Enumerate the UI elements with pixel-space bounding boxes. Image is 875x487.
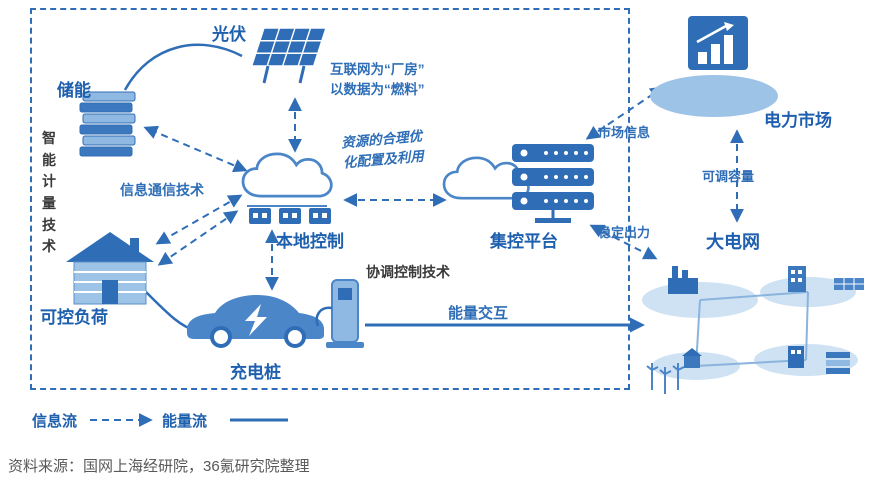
charging-pile-icon bbox=[315, 279, 364, 348]
label-platform: 集控平台 bbox=[490, 232, 558, 251]
note-energy-interaction: 能量交互 bbox=[448, 305, 509, 322]
arrow-cloud-load-2 bbox=[157, 210, 239, 266]
arrow-cloud-load-1 bbox=[155, 194, 243, 245]
server-boxes-icon bbox=[247, 205, 331, 224]
note-stable-output: 稳定出力 bbox=[598, 225, 651, 240]
solar-panel-icon bbox=[250, 27, 327, 84]
note-ict: 信息通信技术 bbox=[120, 182, 204, 198]
ev-car-icon bbox=[187, 295, 324, 348]
legend-info-flow-label: 信息流 bbox=[32, 413, 78, 430]
arrow-cloud-storage bbox=[143, 125, 248, 173]
label-load: 可控负荷 bbox=[40, 308, 108, 327]
note-internet: 互联网为“厂房” 以数据为“燃料” bbox=[330, 60, 425, 100]
server-rack-icon bbox=[512, 144, 594, 223]
power-grid-illustration bbox=[642, 266, 864, 394]
battery-storage-icon bbox=[79, 91, 136, 157]
note-coordination: 协调控制技术 bbox=[366, 264, 450, 280]
arrow-platform-market bbox=[585, 86, 665, 140]
cloud-icon-local bbox=[241, 152, 333, 198]
label-local-control: 本地控制 bbox=[276, 232, 344, 251]
info-flow-arrows bbox=[90, 86, 744, 427]
note-internet-line2: 以数据为“燃料” bbox=[330, 82, 425, 97]
label-pv: 光伏 bbox=[212, 25, 246, 44]
note-adjustable-capacity: 可调容量 bbox=[702, 169, 755, 184]
source-note: 资料来源：国网上海经研院，36氪研究院整理 bbox=[8, 458, 310, 475]
label-market: 电力市场 bbox=[764, 111, 832, 130]
note-resource: 资源的合理优 化配置及利用 bbox=[340, 127, 425, 174]
label-grid: 大电网 bbox=[706, 232, 760, 252]
energy-flow-lines bbox=[123, 43, 645, 422]
diagram-border bbox=[30, 8, 630, 390]
label-charger: 充电桩 bbox=[230, 363, 281, 382]
house-icon bbox=[66, 232, 154, 305]
market-podium-icon bbox=[650, 16, 778, 117]
energy-line-storage-pv bbox=[123, 43, 243, 91]
note-market-info: 市场信息 bbox=[598, 125, 651, 140]
note-internet-line1: 互联网为“厂房” bbox=[330, 62, 425, 77]
note-smart-metering: 智能计量技术 bbox=[42, 130, 56, 255]
legend-energy-flow-label: 能量流 bbox=[162, 413, 208, 430]
label-storage: 储能 bbox=[57, 81, 91, 100]
